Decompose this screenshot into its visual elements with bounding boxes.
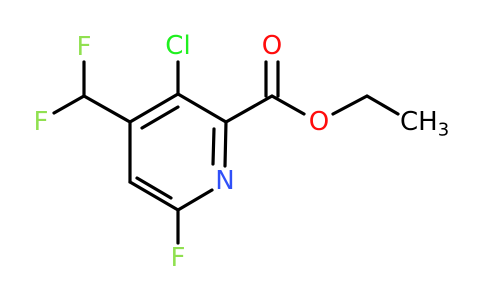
bond-c2-n-inner — [211, 127, 216, 166]
bond-oester-ch2 — [331, 94, 369, 116]
bond-c2-ccarbonyl — [224, 94, 274, 124]
atom-label-f-top: F — [77, 32, 92, 62]
bond-chf2-f-left — [52, 94, 86, 115]
bond-c4-c3-inner — [140, 105, 180, 130]
bond-n-c6 — [176, 188, 214, 212]
atom-label-ch3-main: CH — [400, 107, 438, 137]
bond-c2-n — [223, 120, 228, 168]
bond-c3-c2 — [176, 92, 228, 124]
atom-label-f-ring: F — [171, 243, 186, 273]
bond-c6-c5 — [128, 180, 180, 212]
atom-label-n: N — [215, 166, 234, 196]
atom-label-ch3: CH3 — [400, 107, 449, 141]
atom-label-ch3-subscript: 3 — [438, 120, 449, 141]
bond-c4-chf2 — [82, 94, 132, 124]
atom-label-cl: Cl — [165, 31, 190, 61]
atom-label-o-ester: O — [309, 107, 329, 137]
bond-c4-c3 — [128, 92, 180, 124]
bond-ch2-ch3 — [365, 94, 400, 116]
bond-ccarbonyl-oester — [270, 94, 306, 116]
atom-label-f-left: F — [34, 107, 49, 137]
atom-label-o-carbonyl: O — [262, 31, 282, 61]
bond-c6-c5-inner — [135, 176, 173, 200]
